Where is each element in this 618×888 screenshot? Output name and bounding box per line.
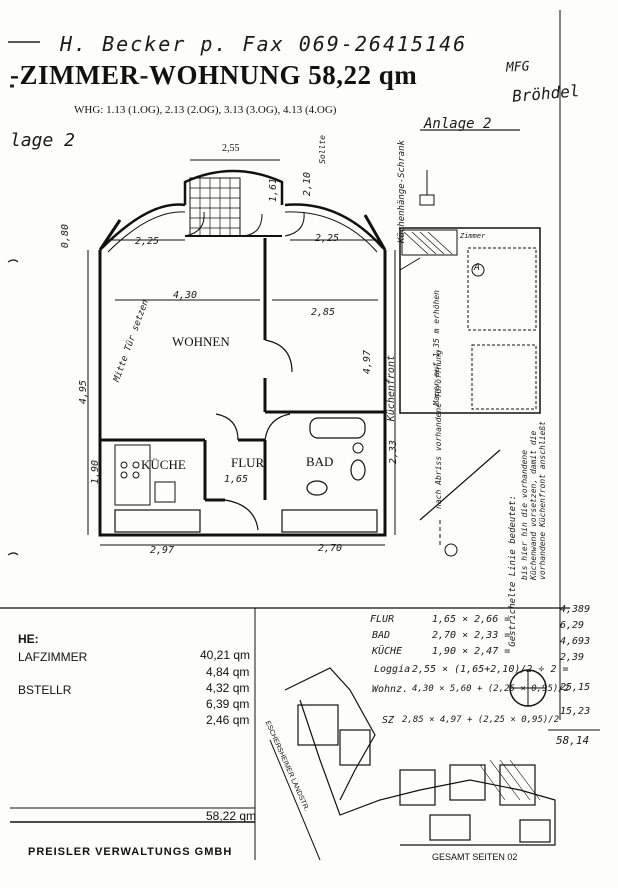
calc-label: Wohnz.: [372, 684, 409, 695]
calc-result: 6,29: [560, 620, 585, 631]
area-row-value: 4,32 qm: [206, 681, 250, 695]
calc-result: 4,389: [560, 604, 591, 615]
note-a-marker: A: [474, 262, 481, 273]
dim-loggia: 2,55: [222, 143, 240, 154]
anlage-label: Anlage 2: [424, 116, 492, 132]
footer-page-count: GESAMT SEITEN 02: [432, 852, 518, 862]
fax-header-note: H. Becker p. Fax 069-26415146: [60, 32, 468, 56]
calc-sum: 58,14: [556, 734, 590, 747]
note-kuechenhaenge: Küchenhänge-Schrank: [397, 140, 407, 243]
dim-right-height: 4,97: [362, 350, 373, 375]
area-row-label: BSTELLR: [18, 683, 72, 697]
room-label-kueche: KÜCHE: [141, 457, 186, 472]
calc-result: 25,15: [560, 682, 591, 693]
calc-formula: 4,30 × 5,60 + (2,25 × 0,95)/2: [412, 684, 570, 694]
dim-kueche-height: 1,90: [90, 460, 101, 485]
dim-flur-width: 1,65: [224, 474, 249, 485]
note-kuechenfront: Küchenfront: [386, 355, 397, 422]
page-title: -ZIMMER-WOHNUNG 58,22 qm: [10, 60, 418, 90]
calc-label: KÜCHE: [372, 646, 403, 657]
area-row-value: 2,46 qm: [206, 713, 250, 727]
area-heading: HE:: [18, 632, 39, 646]
note-sollte: Sollte: [318, 135, 327, 164]
dim-left-width: 2,25: [135, 236, 160, 247]
calc-label: Loggia: [374, 664, 411, 675]
calc-label: BAD: [372, 630, 391, 641]
room-label-flur: FLUR: [231, 455, 265, 470]
note-bis-hier: bis hier hin die vorhandene Küchenwand v…: [520, 421, 547, 580]
calc-formula: 2,70 × 2,33 =: [432, 630, 511, 641]
note-nach-abriss: nach Abriss vorhandene Türöffnung: [434, 350, 443, 509]
dim-loggia-left: 0,80: [60, 224, 71, 249]
dim-balkon-side: 1,61: [268, 178, 279, 203]
room-label-bad: BAD: [306, 454, 334, 469]
calc-formula: 1,65 × 2,66 =: [432, 614, 511, 625]
area-row-label: LAFZIMMER: [18, 650, 88, 664]
area-row-value: 6,39 qm: [206, 697, 250, 711]
calc-label: FLUR: [370, 614, 395, 625]
area-row-value: 4,84 qm: [206, 665, 250, 679]
dim-schlaf-width: 2,85: [311, 307, 336, 318]
dim-wohnen-width: 4,30: [173, 290, 198, 301]
calc-label: SZ: [382, 715, 395, 726]
lage-note: lage 2: [10, 130, 76, 151]
footer-company: PREISLER VERWALTUNGS GMBH: [28, 846, 233, 858]
note-zimmer: Zimmer: [460, 232, 486, 240]
dim-left-height: 4,95: [78, 380, 89, 405]
dim-right-width: 2,25: [315, 233, 340, 244]
calc-result: 15,23: [560, 706, 591, 717]
dim-bottom-right: 2,70: [318, 543, 343, 554]
dim-bad-height: 2,33: [388, 440, 399, 465]
calc-result: 2,39: [560, 652, 585, 663]
dim-loggia-depth: 2,10: [302, 172, 313, 197]
calc-formula: 2,55 × (1,65+2,10)/2 ÷ 2 =: [412, 664, 569, 675]
room-label-wohnen: WOHNEN: [172, 334, 230, 349]
dim-bottom-left: 2,97: [150, 545, 175, 556]
calc-result: 4,693: [560, 636, 591, 647]
calc-formula: 2,85 × 4,97 + (2,25 × 0,95)/2: [402, 715, 560, 725]
area-total: 58,22 qm: [206, 809, 257, 823]
calc-formula: 1,90 × 2,47 =: [432, 646, 511, 657]
apartment-units: WHG: 1.13 (1.OG), 2.13 (2.OG), 3.13 (3.O…: [74, 104, 337, 116]
area-row-value: 40,21 qm: [200, 648, 251, 662]
